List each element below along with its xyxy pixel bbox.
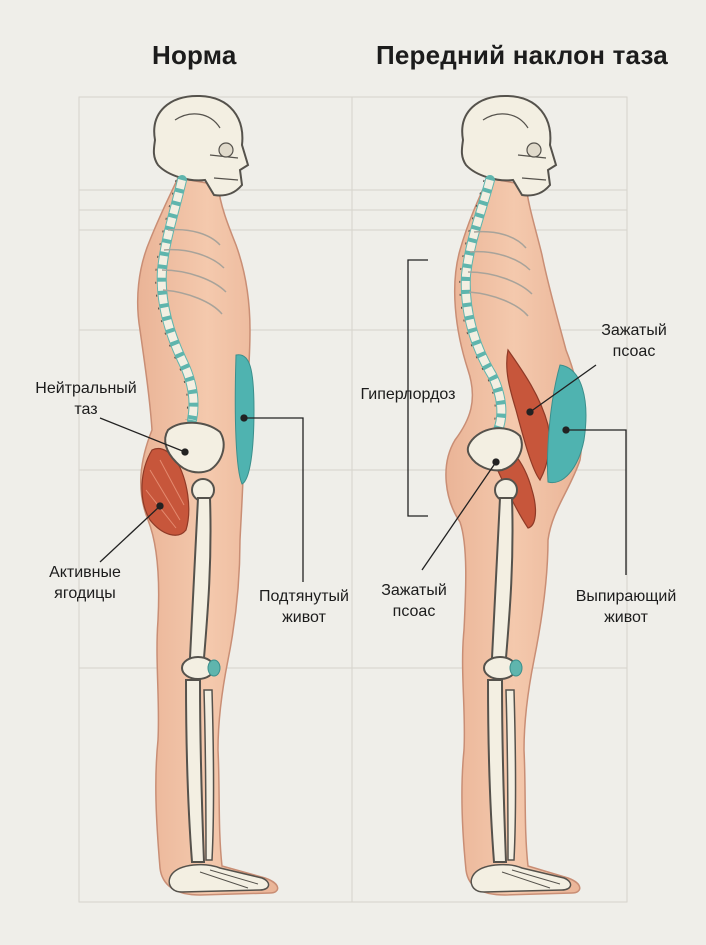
pelvis-tilt — [466, 427, 523, 472]
leader-tight-psoas-bottom — [421, 461, 497, 571]
abdomen-tilt — [547, 364, 587, 484]
leader-active-glutes — [99, 505, 161, 563]
label-tight-psoas-top-line2: псоас — [612, 343, 656, 360]
label-protruding-belly-line2: живот — [604, 609, 648, 626]
label-neutral-pelvis: Нейтральный таз — [24, 378, 148, 420]
leader-tight-abdomen — [244, 417, 304, 582]
label-hyperlordosis: Гиперлордоз — [360, 386, 456, 403]
label-neutral-pelvis-line2: таз — [74, 401, 98, 418]
title-tilt: Передний наклон таза — [376, 40, 668, 70]
ribs-normal — [161, 228, 227, 315]
label-tight-psoas-top-line1: Зажатый — [601, 322, 667, 339]
label-tight-psoas-bottom-line1: Зажатый — [381, 582, 447, 599]
label-active-glutes-line2: ягодицы — [54, 585, 116, 602]
bracket-hyperlordosis — [407, 259, 428, 517]
figure-tilt — [445, 94, 587, 896]
leader-protruding-belly — [566, 429, 627, 575]
pelvis-normal — [164, 421, 225, 474]
title-normal: Норма — [152, 40, 237, 70]
label-active-glutes: Активные ягодицы — [30, 562, 140, 604]
ribs-tilt — [467, 230, 533, 317]
label-protruding-belly-line1: Выпирающий — [575, 588, 677, 605]
label-tight-abdomen-line2: живот — [282, 609, 326, 626]
label-active-glutes-line1: Активные — [49, 564, 121, 581]
label-tight-abdomen: Подтянутый живот — [248, 586, 360, 628]
label-protruding-belly: Выпирающий живот — [562, 586, 690, 628]
spine-normal — [155, 175, 199, 425]
leader-lines — [99, 259, 627, 582]
figure-normal — [136, 94, 279, 896]
label-tight-psoas-bottom: Зажатый псоас — [364, 580, 464, 622]
spine-tilt — [459, 175, 507, 435]
leader-neutral-pelvis — [99, 417, 186, 453]
tibia-normal — [184, 679, 206, 863]
leader-tight-psoas-top — [529, 364, 597, 413]
label-neutral-pelvis-line1: Нейтральный — [35, 380, 137, 397]
skull-tilt — [460, 94, 558, 197]
skull-normal — [152, 94, 250, 197]
label-tight-psoas-bottom-line2: псоас — [392, 603, 436, 620]
label-tight-psoas-top: Зажатый псоас — [584, 320, 684, 362]
label-tight-abdomen-line1: Подтянутый — [259, 588, 349, 605]
